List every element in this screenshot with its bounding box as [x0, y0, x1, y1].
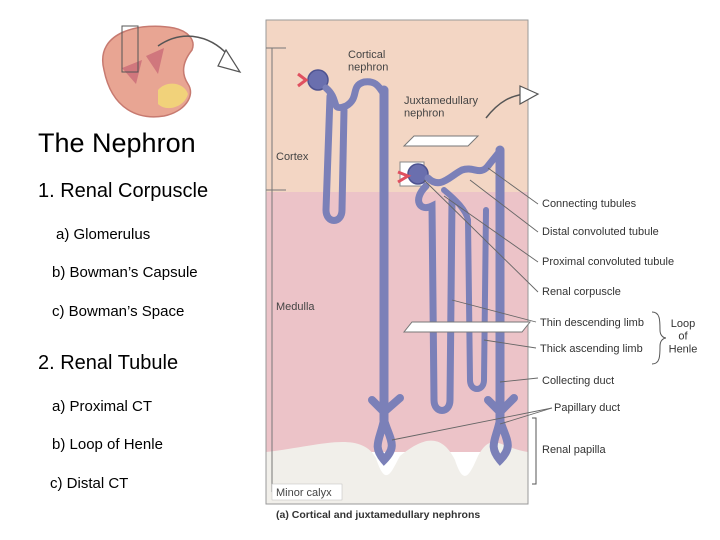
cortical-loop-of-henle [322, 92, 348, 224]
slide-title: The Nephron [38, 128, 196, 158]
juxtamedullary-convoluted-tubule [424, 146, 504, 187]
figure-caption: (a) Cortical and juxtamedullary nephrons [276, 509, 480, 521]
juxta-arrow-head [519, 85, 540, 106]
medulla-label: Medulla [276, 301, 315, 313]
zoom-box [121, 25, 139, 73]
cortex-label: Cortex [276, 151, 309, 163]
section-heading-renal-tubule: 2. Renal Tubule [38, 352, 179, 374]
cortex-region [266, 20, 528, 192]
figure-frame [265, 19, 529, 505]
list-item: a) Glomerulus [56, 226, 151, 243]
zoom-arrow-head [217, 48, 242, 73]
callout-connecting-tubules: Connecting tubules [542, 198, 637, 210]
list-item: b) Loop of Henle [52, 436, 163, 453]
list-item: c) Bowman’s Space [52, 303, 185, 320]
callout-renal-corpuscle: Renal corpuscle [542, 286, 621, 298]
kidney-thumbnail [101, 25, 242, 118]
renal-papilla-bracket [532, 417, 537, 485]
callout-leaders [391, 167, 553, 441]
minor-calyx-label-bg [271, 483, 343, 501]
afferent-arteriole [397, 170, 412, 184]
list-item: c) Distal CT [50, 475, 129, 492]
cortical-convoluted-tubule [322, 78, 388, 111]
callout-papillary-duct: Papillary duct [554, 402, 620, 414]
callout-thin-descending-limb: Thin descending limb [540, 317, 644, 329]
slide-text-panel: The Nephron 1. Renal Corpuscle a) Glomer… [0, 0, 270, 540]
callout-thick-ascending-limb: Thick ascending limb [540, 343, 643, 355]
renal-pelvis [158, 83, 188, 109]
callout-renal-papilla: Renal papilla [542, 444, 606, 456]
callout-distal-convoluted-tubule: Distal convoluted tubule [542, 226, 659, 238]
juxtamedullary-loop-of-henle [415, 182, 456, 414]
callout-collecting-duct: Collecting duct [542, 375, 614, 387]
loop-of-henle-bracket [651, 311, 667, 365]
juxtamedullary-second-loop [441, 187, 489, 392]
section-plane-cortex [402, 135, 480, 147]
list-item: a) Proximal CT [52, 398, 153, 415]
section-plane-medulla [402, 321, 532, 333]
minor-calyx-label: Minor calyx [276, 487, 332, 499]
section-heading-renal-corpuscle: 1. Renal Corpuscle [38, 180, 209, 202]
juxtamedullary-glomerulus [407, 163, 429, 185]
list-item: b) Bowman’s Capsule [52, 264, 198, 281]
callout-proximal-convoluted-tubule: Proximal convoluted tubule [542, 256, 674, 268]
kidney-pyramids [122, 48, 164, 84]
afferent-arteriole [297, 72, 309, 88]
papillary-duct-left [368, 394, 404, 466]
papillary-duct-right [484, 394, 518, 466]
